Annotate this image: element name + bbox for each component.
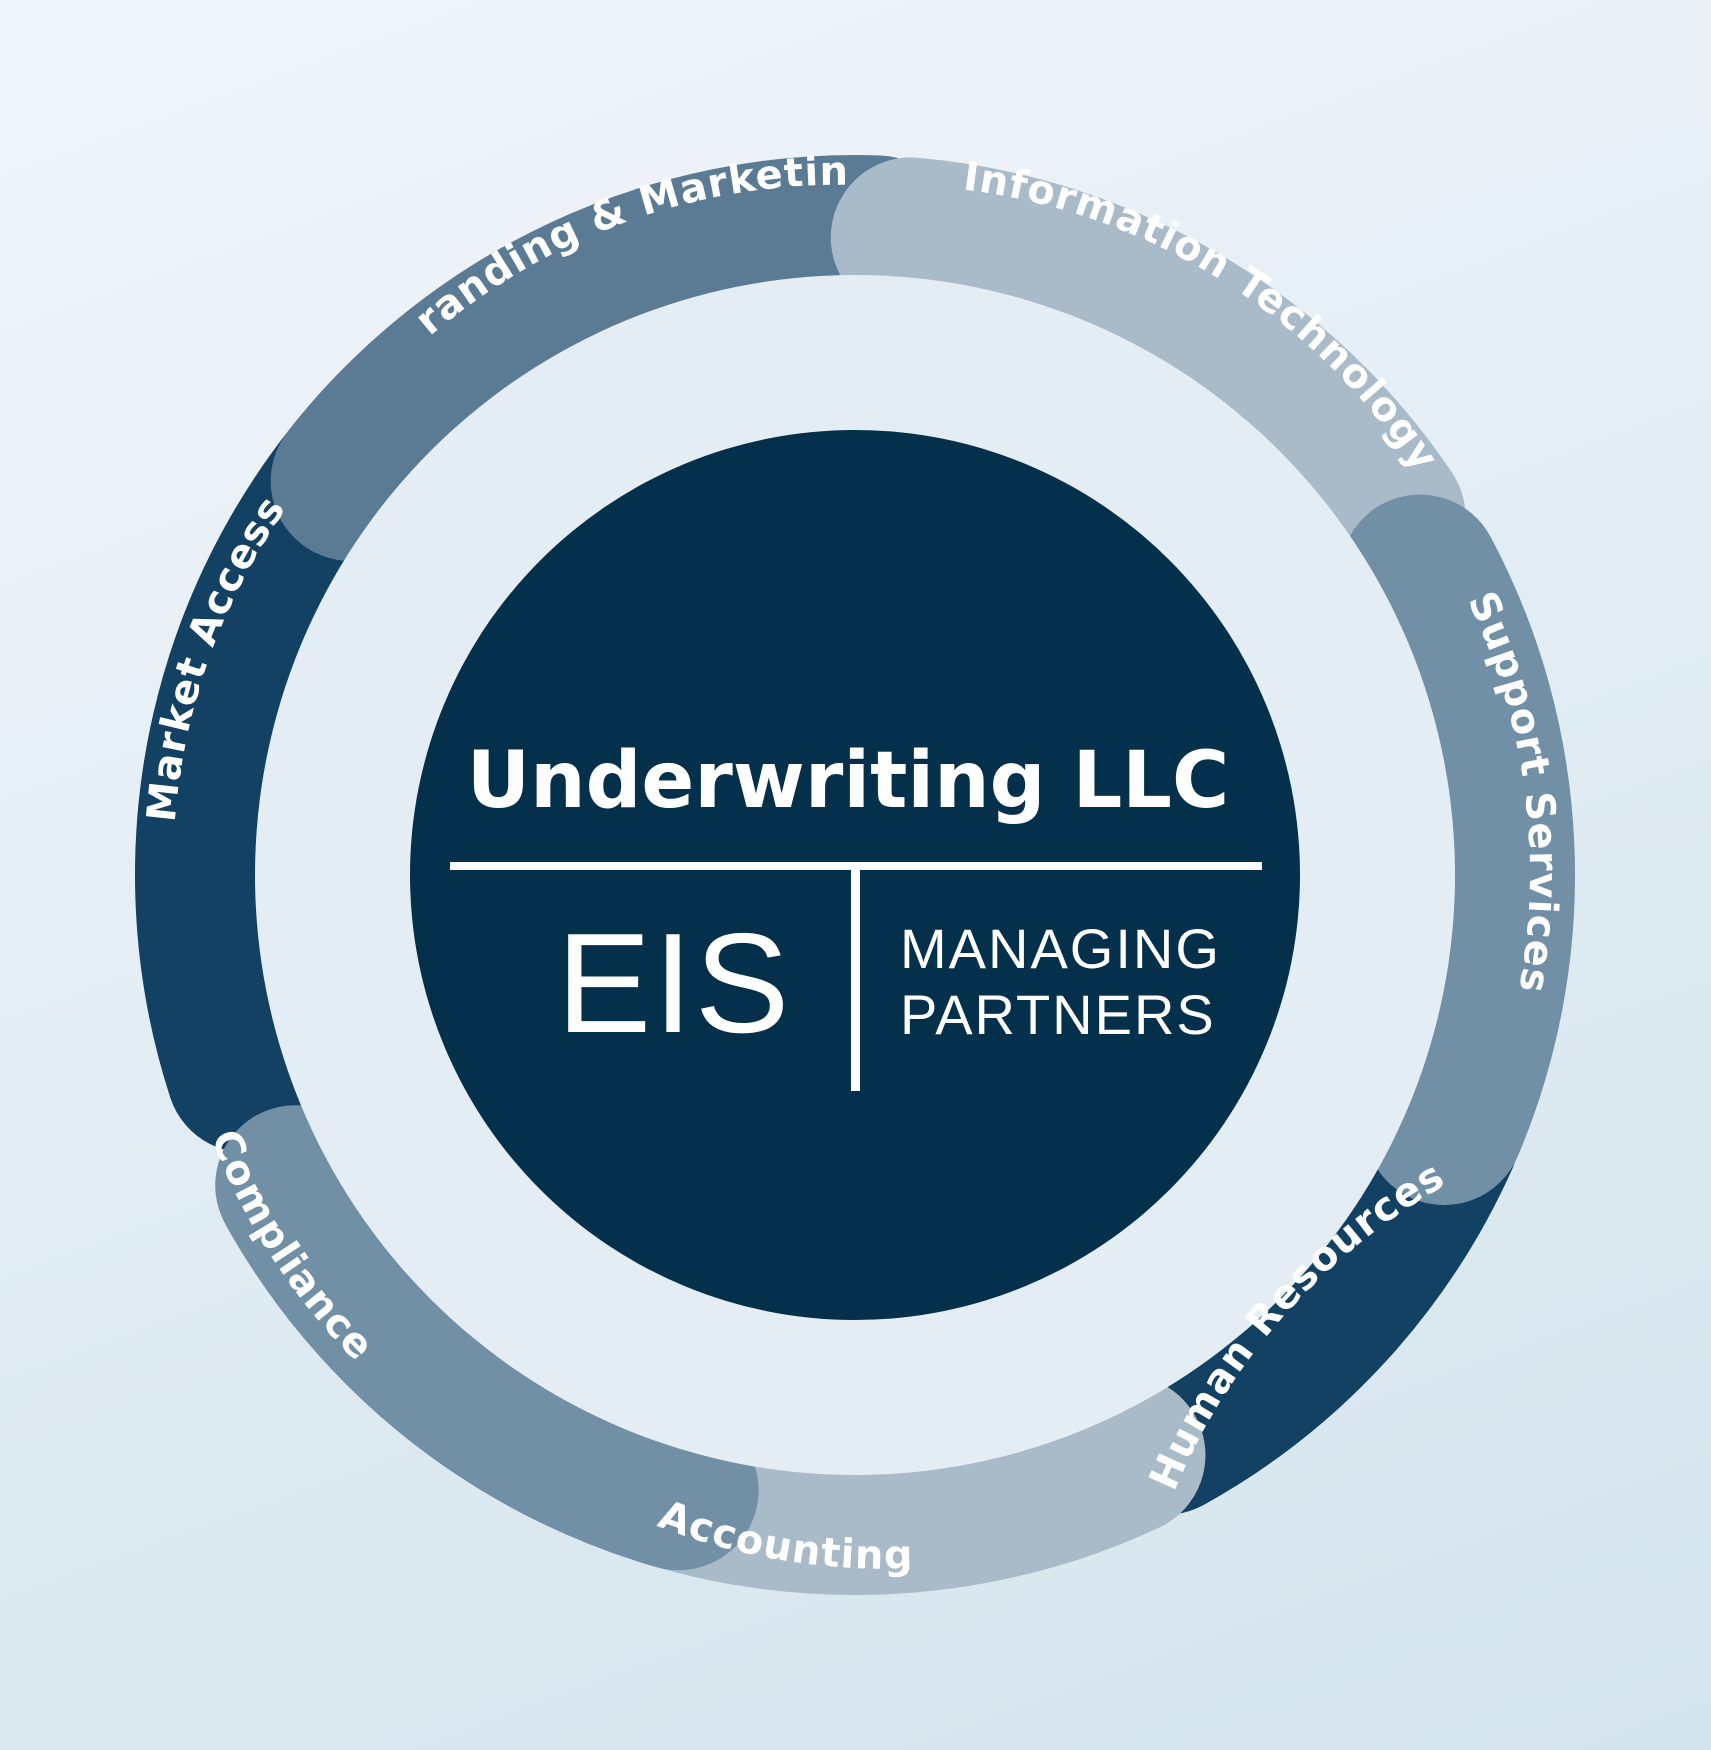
ring-segment-information-technology xyxy=(830,157,1466,598)
hub-divider-vertical xyxy=(851,868,860,1091)
ring-segment-compliance xyxy=(215,1105,759,1571)
ring-segment-branding-marketing xyxy=(270,155,958,561)
logo-partners: PARTNERS xyxy=(900,983,1216,1046)
logo-eis: EIS xyxy=(557,904,792,1063)
ring-segment-support-services xyxy=(1340,494,1575,1206)
ring-segments xyxy=(135,155,1575,1595)
logo-managing: MANAGING xyxy=(900,917,1221,980)
hub: Underwriting LLC EIS MANAGING PARTNERS xyxy=(410,430,1300,1320)
hub-divider-horizontal xyxy=(450,862,1262,870)
hub-title: Underwriting LLC xyxy=(467,736,1230,826)
